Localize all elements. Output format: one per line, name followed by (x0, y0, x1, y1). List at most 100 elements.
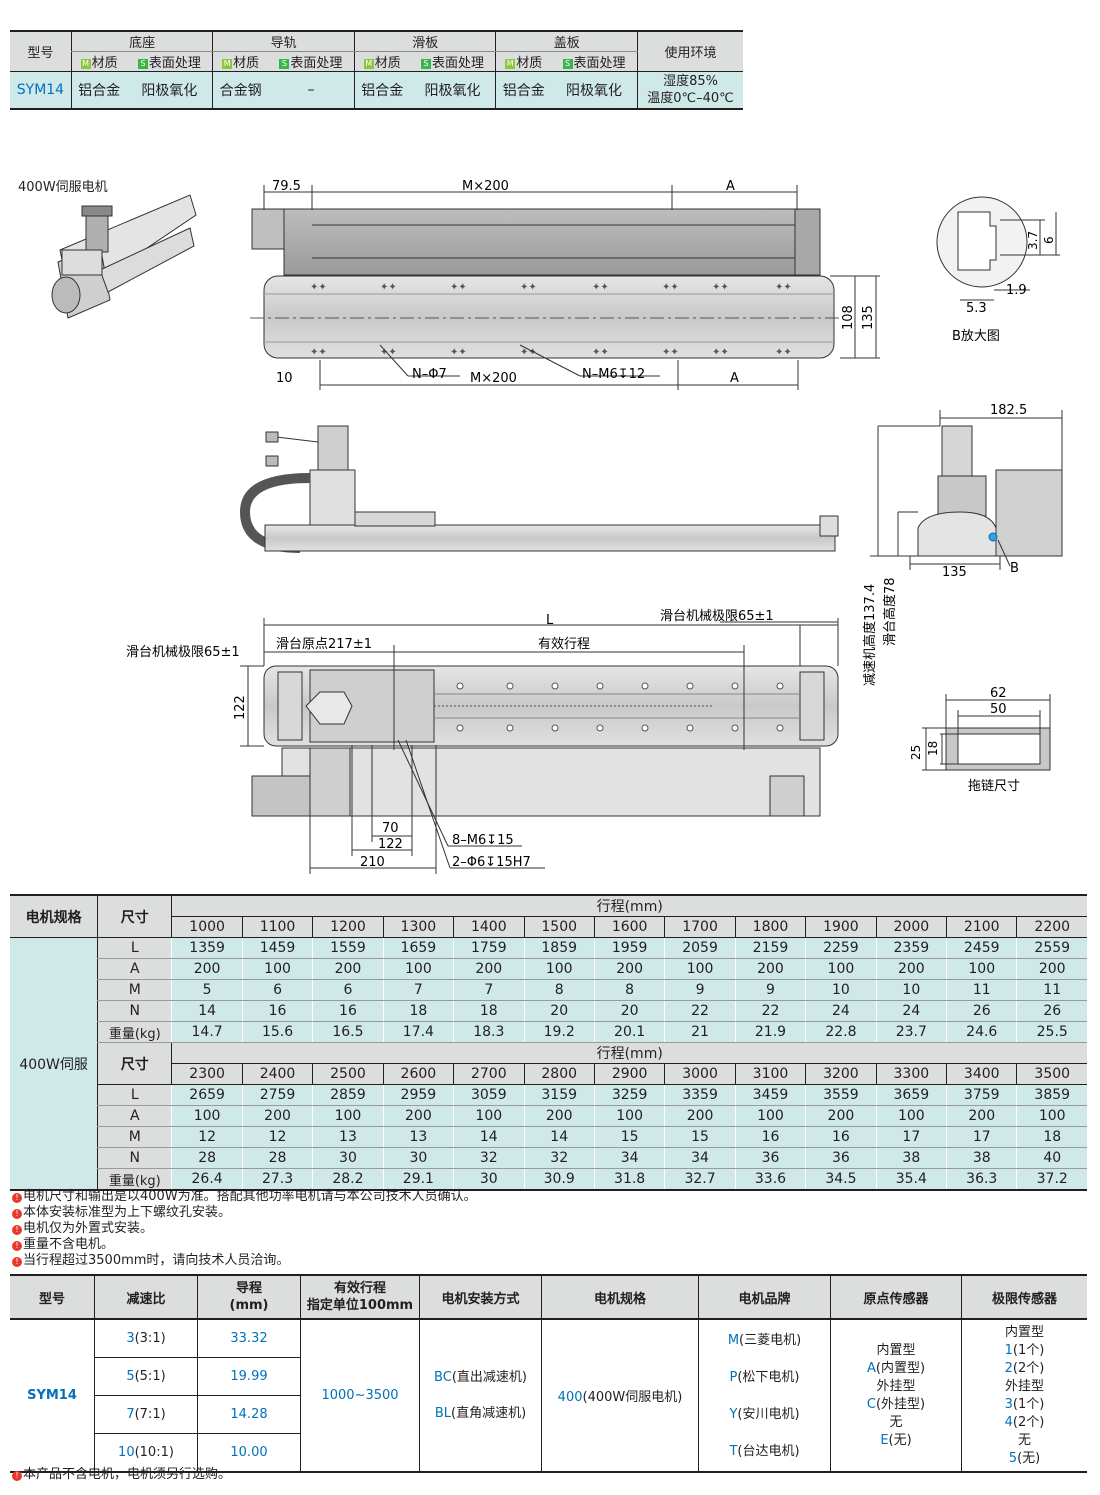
dims-value: 200 (382, 1105, 454, 1127)
note-icon: ! (12, 1209, 22, 1219)
dims-value: 6 (312, 979, 384, 1001)
dims-value: 31.8 (593, 1168, 665, 1191)
sub-label: 材质 (516, 56, 543, 71)
motor-label: 400W伺服电机 (18, 180, 108, 195)
dims-value: 36.3 (946, 1168, 1017, 1191)
dim-62: 62 (990, 686, 1007, 701)
dims-value: 3559 (805, 1084, 877, 1106)
limit-text: (2个) (1012, 1360, 1045, 1376)
mark-b: B (1010, 561, 1019, 576)
s-badge: S (562, 59, 573, 69)
stroke-value: 1900 (805, 916, 877, 938)
dims-value: 20.1 (593, 1021, 665, 1043)
order-footnote: !本产品不含电机，电机须另行选购。 (12, 1467, 231, 1483)
stroke-value: 2600 (382, 1063, 454, 1085)
stroke-value: 2800 (523, 1063, 595, 1085)
stroke-value: 1100 (241, 916, 313, 938)
cover-surface: 阳极氧化 (551, 71, 638, 110)
stroke-value: 3400 (946, 1063, 1017, 1085)
dims-value: 15 (664, 1126, 736, 1148)
dims-value: 8 (523, 979, 595, 1001)
dims-value: 17 (875, 1126, 947, 1148)
env-temp: 温度0℃–40℃ (647, 91, 734, 106)
dims-value: 200 (946, 1105, 1017, 1127)
dims-value: 100 (241, 958, 313, 980)
note-text: 重量不含电机。 (23, 1237, 115, 1252)
dims-value: 18 (382, 1000, 454, 1022)
dims-value: 33.6 (734, 1168, 806, 1191)
sub-label: 材质 (374, 56, 401, 71)
dims-value: 100 (946, 958, 1017, 980)
dims-value: 200 (241, 1105, 313, 1127)
dims-value: 13 (312, 1126, 384, 1148)
dims-h-size: 尺寸 (97, 894, 172, 938)
dims-value: 200 (875, 958, 947, 980)
dim-mx200-bottom: M×200 (470, 371, 517, 386)
sub-label: 材质 (91, 56, 118, 71)
dims-value: 3859 (1016, 1084, 1087, 1106)
dims-value: 18.3 (453, 1021, 524, 1043)
dim-3-7: 3.7 (1026, 231, 1040, 250)
chain-caption: 拖链尺寸 (968, 779, 1020, 794)
stroke-value: 2300 (171, 1063, 243, 1085)
dim-1-9: 1.9 (1006, 283, 1027, 298)
origin-type: 内置型 (876, 1342, 916, 1358)
ord-h-lead-1: 导程 (235, 1281, 262, 1296)
dims-row-label: M (97, 979, 172, 1001)
mech-limit-right: 滑台机械极限65±1 (660, 609, 774, 624)
dims-value: 20 (523, 1000, 595, 1022)
ord-h-stroke-2: 指定单位100mm (306, 1298, 414, 1313)
origin-code: A (866, 1360, 876, 1376)
dims-value: 30.9 (523, 1168, 595, 1191)
rail-surface: – (267, 71, 355, 110)
dims-value: 200 (664, 1105, 736, 1127)
dims-h-size: 尺寸 (97, 1042, 172, 1085)
model-cell: SYM14 (10, 71, 72, 110)
dims-value: 14 (523, 1126, 595, 1148)
mount-bc: BC(直出减速机) (420, 1360, 541, 1396)
note-text: 本体安装标准型为上下螺纹孔安装。 (23, 1205, 232, 1220)
dims-value: 3259 (593, 1084, 665, 1106)
origin-code: C (866, 1396, 876, 1412)
ratio-text: (10:1) (134, 1445, 174, 1460)
ratio-code: 7 (126, 1407, 135, 1422)
mount-bl: BL(直角减速机) (420, 1396, 541, 1432)
dims-value: 2659 (171, 1084, 243, 1106)
dims-row-label: N (97, 1147, 172, 1169)
svg-text:✦✦: ✦✦ (592, 347, 609, 358)
dims-value: 14 (453, 1126, 524, 1148)
origin-dim: 滑台原点217±1 (276, 637, 372, 652)
s-badge: S (279, 59, 290, 69)
ratio-text: (7:1) (134, 1407, 166, 1422)
ord-h-lead: 导程(mm) (197, 1274, 301, 1320)
ord-spec: 400(400W伺服电机) (541, 1319, 699, 1473)
dims-value: 100 (523, 958, 595, 980)
limit-option: 2(2个) (962, 1360, 1087, 1378)
side-view (239, 425, 839, 553)
header-env: 使用环境 (637, 30, 743, 72)
dims-value: 25.5 (1016, 1021, 1087, 1043)
limit-text: (1个) (1012, 1396, 1045, 1412)
dims-value: 24.6 (946, 1021, 1017, 1043)
dims-value: 22.8 (805, 1021, 877, 1043)
dims-value: 7 (382, 979, 454, 1001)
svg-text:✦✦: ✦✦ (712, 282, 729, 293)
cover-material: 铝合金 (495, 71, 552, 110)
dim-18: 18 (926, 741, 940, 756)
slide-height: 滑台高度78 (882, 577, 898, 646)
sub-label: 表面处理 (573, 56, 626, 71)
dims-value: 16 (241, 1000, 313, 1022)
dims-value: 27.3 (241, 1168, 313, 1191)
dims-value: 3759 (946, 1084, 1017, 1106)
dims-value: 32 (523, 1147, 595, 1169)
note-icon: ! (12, 1241, 22, 1251)
s-badge: S (137, 59, 148, 69)
header-slide: 滑板 (353, 30, 496, 52)
dim-122-vertical: 122 (233, 695, 248, 720)
dims-value: 22 (664, 1000, 736, 1022)
dims-value: 36 (734, 1147, 806, 1169)
